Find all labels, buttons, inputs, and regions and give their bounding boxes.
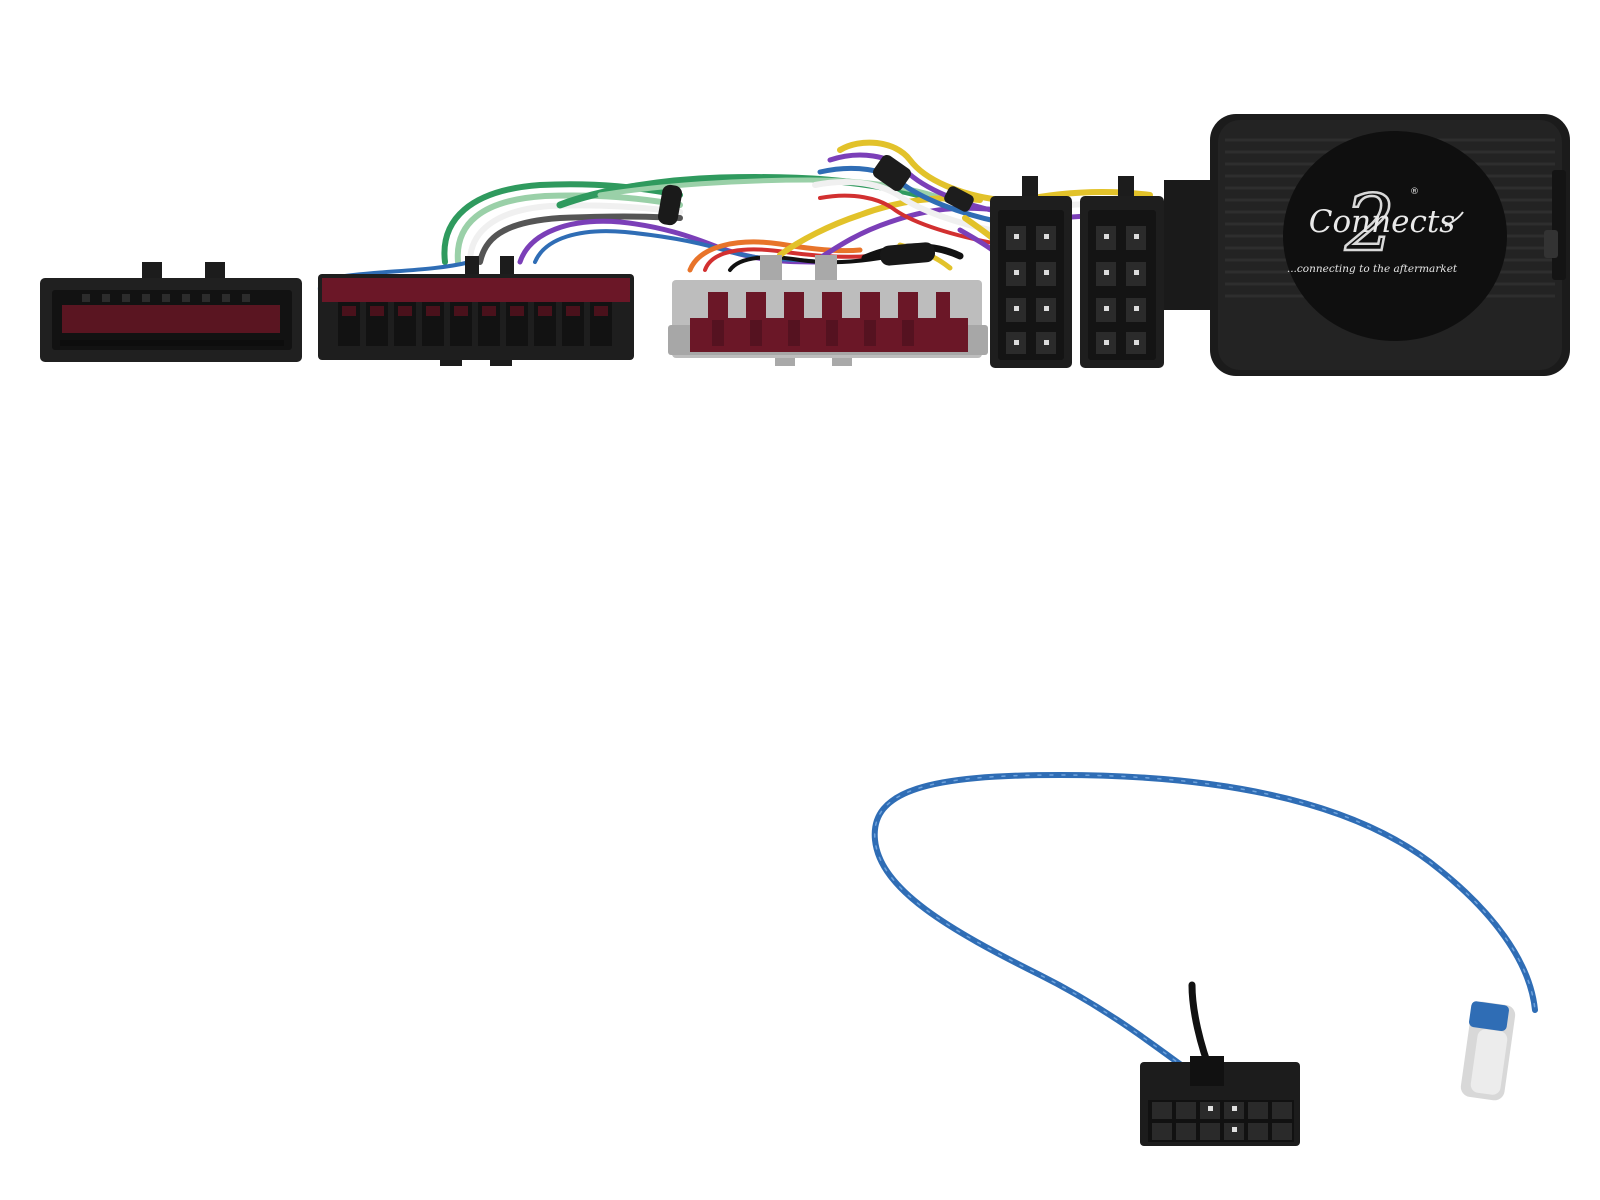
antenna-plug — [1460, 1001, 1516, 1101]
radio-connector-red — [318, 256, 634, 366]
radio-connector-black — [40, 262, 302, 362]
iso-connector-left — [990, 176, 1072, 368]
brand-logo-text: Connects — [1309, 204, 1455, 240]
brand-logo: 2 Connects ® ...connecting to the afterm… — [1287, 178, 1464, 275]
brand-tagline: ...connecting to the aftermarket — [1287, 263, 1458, 275]
steering-control-interface-box: 2 Connects ® ...connecting to the afterm… — [1210, 114, 1570, 376]
brand-logo-numeral: 2 — [1344, 179, 1395, 269]
registered-mark: ® — [1410, 187, 1419, 197]
multi-pin-connector — [1140, 1056, 1300, 1146]
vehicle-connector-grey — [668, 255, 988, 366]
iso-connector-right — [1080, 176, 1212, 368]
cable-ties — [657, 154, 974, 266]
